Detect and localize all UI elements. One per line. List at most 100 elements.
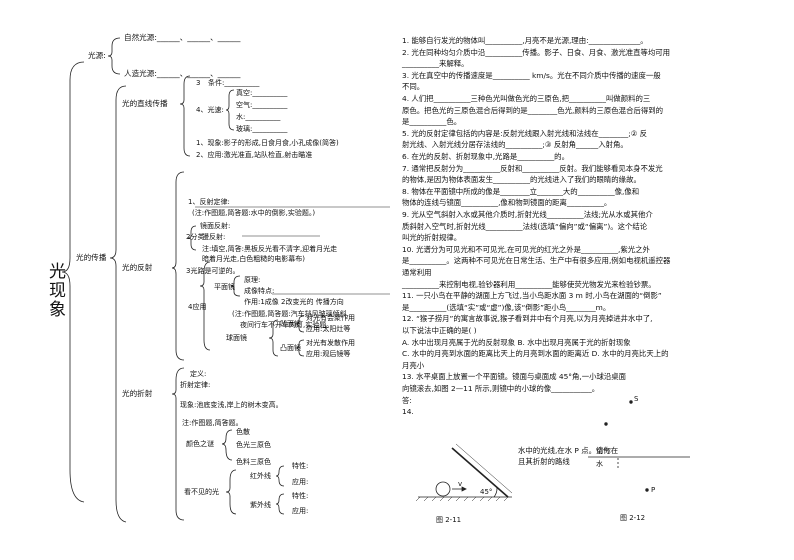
color-light-primaries: 色光三原色 [236, 441, 271, 449]
ultraviolet-application: 应用: [292, 507, 309, 515]
refraction-law: 折射定律: [180, 381, 211, 389]
question-line: 13. 水平桌面上放置一个平面镜。镜面与桌面成 45°角,一小球沿桌面 [402, 372, 627, 382]
question-line: 3. 光在真空中的传播速度是__________ km/s。光在不同介质中传播的… [402, 70, 661, 80]
straight-label: 光的直线传播 [122, 99, 168, 108]
question-line: 是__________(选填“实”或“虚”)像,该“倒影”距小鸟________… [402, 302, 611, 312]
color-dispersion: 色散 [236, 428, 250, 436]
question-line: 是__________色。 [402, 117, 462, 127]
question-line: __________来解释。 [402, 59, 469, 69]
flat-mirror: 平面镜 [214, 283, 235, 291]
ultraviolet-property: 特性: [292, 492, 309, 500]
concave-mirror: 凹面镜 [280, 320, 301, 328]
question-line: __________来控制电视,验钞器利用__________能够使荧光物发光来… [402, 279, 656, 289]
question-line: 2. 光在同种均匀介质中沿__________传播。影子、日食、月食、激光准直等… [402, 47, 671, 57]
reflection-label: 光的反射 [122, 263, 153, 272]
question-line: 通常利用 [402, 268, 432, 277]
figure-2-11 [415, 443, 513, 502]
flat-principle: 原理: [244, 276, 261, 284]
q14-text-right-2: 且其折射的路线 [518, 457, 570, 466]
question-line: 是__________。这两种不可见光在日常生活、生产中有很多应用,例如电视机遥… [402, 256, 671, 266]
concave-application: 应用:太阳灶等 [306, 325, 351, 333]
reflection-note1: (注:作图题,简答题:水中的倒影,实验题。) [192, 209, 316, 217]
reflection-note2b: 暗着月光走,白色粗糙的电影幕布) [202, 255, 305, 263]
reflection-reversible: 3光路是可逆的。 [186, 267, 240, 275]
question-line: 12. “猴子捞月”的寓言故事说,猴子看到井中有个月亮,以为月亮掉进井水中了, [402, 314, 653, 324]
fig12-air: 空气 [596, 447, 610, 455]
question-line: 6. 在光的反射、折射现象中,光路是__________的。 [402, 152, 569, 161]
question-line: 4. 人们把__________三种色光叫做色光的三原色,把__________… [402, 94, 651, 103]
root-title: 光现象 [45, 262, 65, 319]
question-line: 10. 光谱分为可见光和不可见光,在可见光的红光之外是__________,紫光… [402, 244, 650, 254]
spherical-mirror: 球面镜 [226, 334, 247, 342]
source-label: 光源: [88, 51, 106, 60]
refraction-definition: 定义: [190, 370, 207, 378]
speed-glass: 玻璃:__________ [236, 125, 288, 133]
reflection-mirror: 镜面反射: [200, 222, 231, 230]
question-line: 原色。把色光的三原色混合后得到的是________色光,颜料的三原色混合后得到的 [402, 105, 664, 115]
fig12-S: S [634, 395, 639, 403]
straight-condition: 条件:__________ [208, 79, 260, 87]
infrared-property: 特性: [292, 462, 309, 470]
refraction-label: 光的折射 [122, 389, 153, 398]
question-line: 质斜射入空气时,折射光线__________法线(选填“偏向”或“偏离”)。这个… [402, 221, 648, 231]
question-line: 以下说法中正确的是( ) [402, 326, 477, 335]
q14-text-right: 水中的光线,在水 P 点。请你在 [518, 446, 619, 455]
speed-air: 空气:__________ [236, 101, 288, 109]
question-line: 5. 光的反射定律包括的内容是:反射光线跟入射光线和法线在________;② … [402, 128, 648, 138]
straight-speed: 4、光速: [196, 106, 224, 114]
artificial-source: 人造光源:______、______、______ [124, 69, 241, 78]
straight-n3: 3 [196, 79, 201, 87]
fig11-velocity: v [458, 480, 463, 488]
question-line: 1. 能够自行发光的物体叫__________,月亮不是光源,理由:______… [402, 36, 648, 45]
question-line: 的物体,是因为物体表面发生__________的光线进入了我们的眼睛的缘故。 [402, 175, 641, 185]
natural-source: 自然光源:______、______、______ [124, 33, 241, 42]
fig12-P: P [651, 486, 656, 494]
reflection-application: 4应用 [188, 303, 207, 311]
question-line: 8. 物体在平面镜中所成的像是________立_______大的_______… [402, 186, 640, 196]
figure-2-12 [588, 400, 690, 492]
color-riddle: 颜色之谜 [186, 440, 214, 448]
straight-phenomena: 1、现象:影子的形成,日食月食,小孔成像(简答) [196, 139, 339, 147]
color-pigment-primaries: 色料三原色 [236, 458, 271, 466]
fig12-water: 水 [596, 460, 603, 468]
reflection-note3a: (注:作图题,简答题:汽车挡风玻璃倾斜, [232, 310, 349, 318]
fig11-caption: 图 2-11 [436, 516, 462, 524]
refraction-phenomena: 现象:池底变浅,岸上的树木变高。 [180, 401, 283, 409]
question-line: 14. [402, 407, 414, 417]
speed-vacuum: 真空:__________ [236, 89, 288, 97]
question-line: 向镜滚去,如图 2—11 所示,则镜中的小球的像___________。 [402, 384, 600, 393]
convex-mirror: 凸面镜 [280, 344, 301, 352]
question-line: 答: [402, 395, 412, 405]
question-line: 7. 通常把反射分为__________反射和__________反射。我们能够… [402, 163, 663, 173]
fig11-angle: 45° [480, 488, 493, 496]
question-line: 叫光的折射规律。 [402, 233, 462, 243]
ultraviolet: 紫外线 [250, 501, 271, 509]
concave-property: 对光有会聚作用 [306, 314, 355, 322]
question-line: 射光线、入射光线分居存法线的__________;③ 反射角______入射角。 [402, 140, 628, 150]
question-line: 物体的连线与镜面__________,像和物到镜面的距离__________。 [402, 198, 612, 208]
invisible-light: 看不见的光 [184, 488, 219, 496]
reflection-note3b: 夜间行车不开车内灯,实验题。 [240, 321, 334, 329]
convex-property: 对光有发散作用 [306, 339, 355, 347]
reflection-law: 1、反射定律: [188, 198, 230, 206]
branch-propagation: 光的传播 [76, 253, 107, 262]
infrared-application: 应用: [292, 478, 309, 486]
flat-use: 作用:1成像 2改变光的 传播方向 [244, 298, 344, 306]
flat-image: 成像特点: [244, 287, 275, 295]
fig12-caption: 图 2-12 [620, 514, 646, 522]
refraction-note: 注:作图题,简答题。 [182, 419, 243, 427]
question-line: 9. 光从空气斜射入水或其他介质时,折射光线__________法线;光从水或其… [402, 210, 653, 219]
question-line: C. 水中的月亮到水面的距离比天上的月亮到水面的距离近 D. 水中的月亮比天上的 [402, 349, 669, 359]
straight-application: 2、应用:激光准直,站队检直,射击瞄准 [196, 151, 313, 159]
question-line: 不同。 [402, 82, 425, 92]
reflection-classes: 2分类 [186, 233, 205, 241]
reflection-diffuse: 漫反射: [202, 233, 226, 241]
question-line: 月亮小 [402, 360, 425, 370]
question-line: 11. 一只小鸟在平静的湖面上方飞过,当小鸟距水面 3 m 时,小鸟在湖面的“倒… [402, 291, 662, 301]
speed-water: 水:__________ [236, 113, 281, 121]
convex-application: 应用:观后镜等 [306, 350, 351, 358]
question-line: A. 水中出现月亮属于光的反射现象 B. 水中出现月亮属于光的折射现象 [402, 337, 631, 347]
infrared: 红外线 [250, 472, 271, 480]
